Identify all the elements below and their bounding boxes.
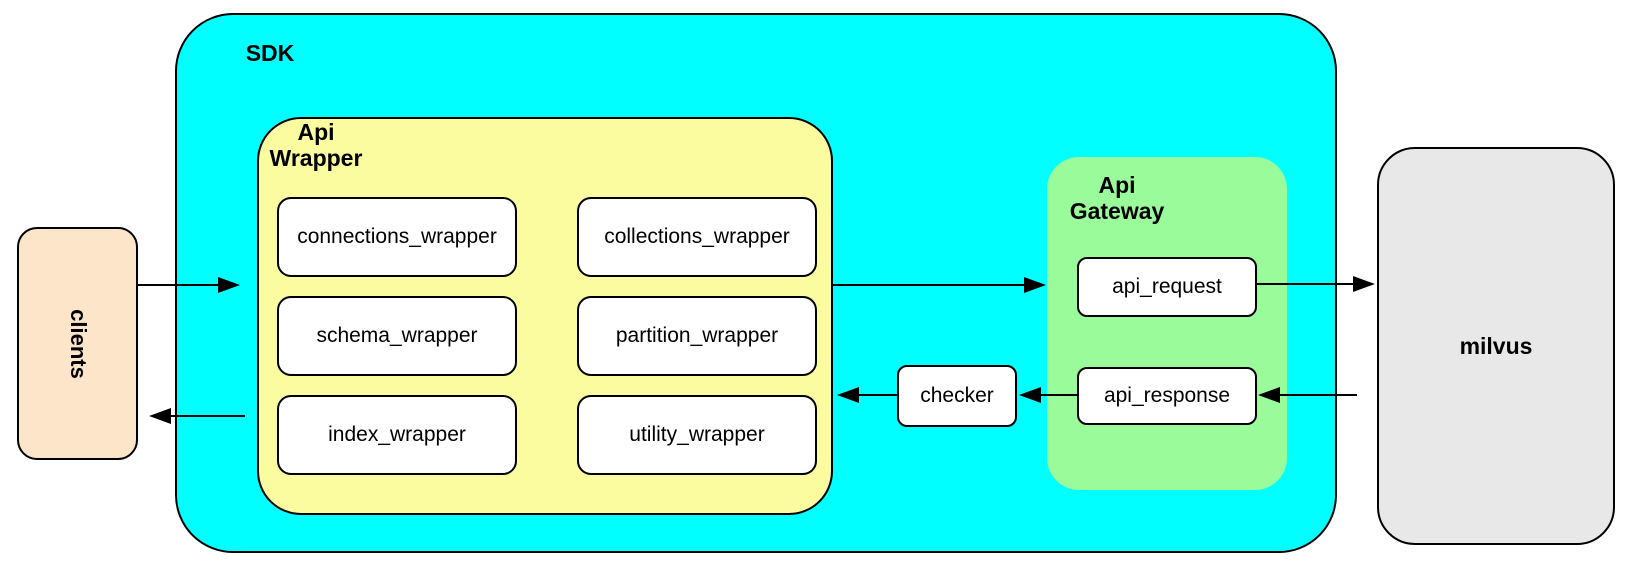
clients-label: clients xyxy=(65,308,91,379)
schema-wrapper-node: schema_wrapper xyxy=(277,296,517,376)
connections-wrapper-node: connections_wrapper xyxy=(277,197,517,277)
clients-node: clients xyxy=(17,227,138,460)
api-gateway-label: Api Gateway xyxy=(1069,172,1165,224)
sdk-label: SDK xyxy=(245,40,295,66)
api-response-node: api_response xyxy=(1077,367,1257,425)
partition-wrapper-node: partition_wrapper xyxy=(577,296,817,376)
api-request-node: api_request xyxy=(1077,257,1257,317)
utility-wrapper-node: utility_wrapper xyxy=(577,395,817,475)
index-wrapper-node: index_wrapper xyxy=(277,395,517,475)
api-wrapper-label: Api Wrapper xyxy=(269,119,363,171)
api-gateway-container xyxy=(1047,157,1287,490)
milvus-node: milvus xyxy=(1377,147,1615,545)
collections-wrapper-node: collections_wrapper xyxy=(577,197,817,277)
checker-node: checker xyxy=(897,365,1017,427)
